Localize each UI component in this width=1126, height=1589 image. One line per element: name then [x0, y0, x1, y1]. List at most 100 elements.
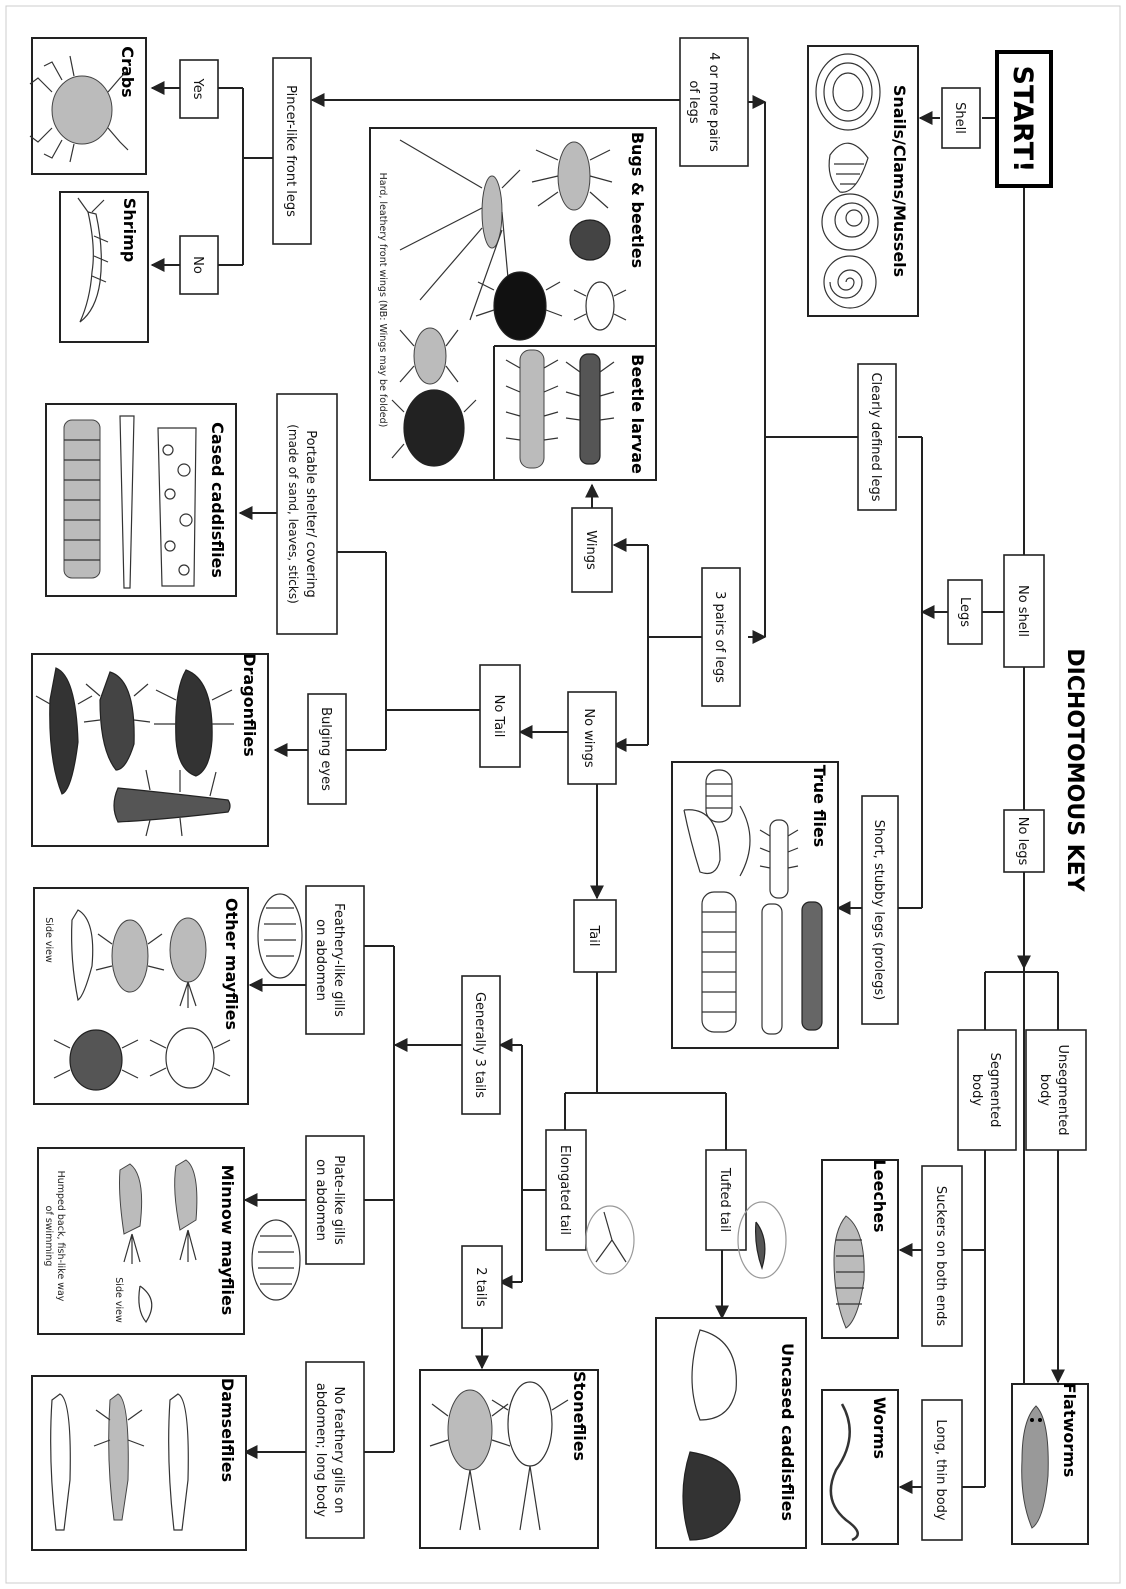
minnow-mayflies-side-view: Side view: [113, 1277, 124, 1323]
svg-text:Short, stubby legs (prolegs): Short, stubby legs (prolegs): [871, 820, 886, 1000]
elongated-tail-detail: [586, 1206, 634, 1274]
svg-text:Feathery-like gills: Feathery-like gills: [331, 903, 346, 1017]
svg-text:on abdomen: on abdomen: [313, 919, 328, 1001]
decision-no-tail: No Tail: [480, 665, 520, 767]
plate-gills-detail-illustration: [252, 1220, 300, 1300]
decision-generally-3-tails: Generally 3 tails: [462, 976, 500, 1114]
svg-text:Clearly defined legs: Clearly defined legs: [868, 372, 883, 501]
group-snails-clams-mussels: Snails/Clams/Mussels: [808, 46, 918, 316]
decision-three-pairs-legs: 3 pairs of legs: [702, 568, 740, 706]
decision-yes: Yes: [180, 60, 218, 118]
decision-segmented-body: Segmented body: [958, 1030, 1016, 1150]
uncased-caddisflies-title: Uncased caddisflies: [778, 1343, 797, 1521]
dragonflies-title: Dragonflies: [240, 653, 259, 757]
round-beetle-illustration: [570, 220, 610, 260]
flatworms-title: Flatworms: [1060, 1383, 1079, 1478]
decision-tail: Tail: [574, 900, 616, 972]
worms-title: Worms: [870, 1397, 889, 1459]
decision-portable-shelter: Portable shelter/ covering (made of sand…: [277, 394, 337, 634]
leeches-title: Leeches: [870, 1159, 889, 1232]
svg-text:abdomen; long body: abdomen; long body: [313, 1383, 328, 1517]
snails-title: Snails/Clams/Mussels: [890, 85, 909, 277]
shrimp-title: Shrimp: [120, 198, 139, 262]
svg-text:Tufted tail: Tufted tail: [717, 1167, 732, 1232]
svg-text:No legs: No legs: [1015, 817, 1030, 866]
svg-text:No Tail: No Tail: [491, 695, 506, 738]
svg-text:No feathery gills on: No feathery gills on: [331, 1386, 346, 1513]
decision-no-legs: No legs: [1004, 810, 1044, 872]
decision-plate-gills: Plate-like gills on abdomen: [306, 1136, 364, 1264]
svg-text:Yes: Yes: [190, 78, 205, 100]
decision-four-pairs-legs: 4 or more pairs of legs: [680, 38, 748, 166]
svg-text:Suckers on both ends: Suckers on both ends: [933, 1186, 948, 1326]
svg-text:No shell: No shell: [1015, 585, 1030, 637]
true-flies-title: True flies: [810, 765, 829, 848]
other-mayflies-side-view: Side view: [43, 917, 54, 963]
bugs-beetles-note: Hard, leathery front wings (NB: Wings ma…: [377, 173, 388, 428]
decision-legs: Legs: [948, 580, 982, 644]
decision-no-shell: No shell: [1004, 555, 1044, 667]
decision-bulging-eyes: Bulging eyes: [308, 694, 346, 804]
group-dragonflies: Dragonflies: [32, 653, 268, 846]
decision-unsegmented-body: Unsegmented body: [1026, 1030, 1086, 1150]
feathery-gills-detail-illustration: [258, 894, 302, 978]
svg-text:No wings: No wings: [581, 708, 596, 768]
svg-text:body: body: [969, 1074, 984, 1106]
svg-text:Tail: Tail: [586, 925, 601, 947]
svg-text:Bulging eyes: Bulging eyes: [318, 707, 333, 791]
decision-pincer-front-legs: Pincer-like front legs: [273, 58, 311, 244]
decision-feathery-gills: Feathery-like gills on abdomen: [306, 886, 364, 1034]
svg-text:3 pairs of legs: 3 pairs of legs: [712, 591, 727, 683]
decision-wings: Wings: [572, 508, 612, 592]
group-worms: Worms: [822, 1390, 898, 1544]
svg-text:Segmented: Segmented: [987, 1053, 1002, 1128]
svg-text:Legs: Legs: [957, 597, 972, 627]
cased-caddisflies-title: Cased caddisflies: [208, 422, 227, 578]
svg-text:Pincer-like front legs: Pincer-like front legs: [283, 85, 298, 217]
beetle-larvae-title: Beetle larvae: [628, 354, 647, 474]
damselflies-title: Damselflies: [218, 1378, 237, 1482]
group-leeches: Leeches: [822, 1159, 898, 1338]
svg-text:Unsegmented: Unsegmented: [1055, 1044, 1070, 1135]
group-shrimp: Shrimp: [60, 192, 148, 342]
svg-text:Portable shelter/ covering: Portable shelter/ covering: [303, 430, 318, 598]
blackfly-larva-illustration: [802, 902, 822, 1030]
svg-text:Plate-like gills: Plate-like gills: [331, 1155, 346, 1245]
group-true-flies: True flies: [672, 762, 838, 1048]
decision-shell: Shell: [942, 88, 980, 148]
stoneflies-title: Stoneflies: [570, 1371, 589, 1461]
minnow-mayflies-title: Minnow mayflies: [218, 1165, 237, 1316]
svg-text:of legs: of legs: [686, 80, 701, 124]
group-minnow-mayflies: Minnow mayflies Humped back, fish-like w…: [38, 1148, 300, 1334]
svg-text:No: No: [190, 256, 205, 274]
minnow-mayflies-note-line2: of swimming: [43, 1206, 54, 1267]
start-label: START!: [1007, 66, 1038, 173]
svg-text:(made of sand, leaves, sticks): (made of sand, leaves, sticks): [286, 424, 300, 604]
crabs-title: Crabs: [118, 46, 137, 97]
group-other-mayflies: Other mayflies Side view: [34, 888, 302, 1104]
decision-clearly-defined-legs: Clearly defined legs: [858, 364, 896, 510]
decision-elongated-tail: Elongated tail: [546, 1130, 586, 1250]
leaf-case-illustration: [64, 420, 100, 578]
group-bugs-beetles: Bugs & beetles Hard, leathery front wing…: [370, 128, 656, 480]
group-damselflies: Damselflies: [32, 1376, 246, 1550]
decision-no-wings: No wings: [568, 692, 616, 784]
svg-text:body: body: [1037, 1074, 1052, 1106]
svg-text:Elongated tail: Elongated tail: [557, 1145, 572, 1235]
svg-text:Wings: Wings: [583, 530, 598, 570]
group-crabs: Crabs: [30, 38, 146, 174]
svg-text:Generally 3 tails: Generally 3 tails: [472, 992, 487, 1098]
svg-text:Shell: Shell: [952, 102, 967, 134]
start-node: START!: [997, 52, 1051, 186]
svg-text:on abdomen: on abdomen: [313, 1159, 328, 1241]
decision-no: No: [180, 236, 218, 294]
decision-tufted-tail: Tufted tail: [706, 1150, 746, 1250]
group-cased-caddisflies: Cased caddisflies: [46, 404, 236, 596]
decision-stubby-legs: Short, stubby legs (prolegs): [862, 796, 898, 1024]
bugs-beetles-title: Bugs & beetles: [628, 132, 647, 268]
diagram-title: DICHOTOMOUS KEY: [1062, 648, 1087, 892]
other-mayflies-title: Other mayflies: [222, 898, 241, 1030]
svg-text:4 or more pairs: 4 or more pairs: [706, 52, 721, 152]
